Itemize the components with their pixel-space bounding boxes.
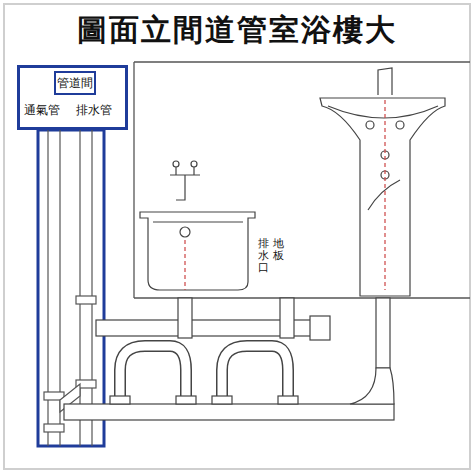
shaft-text: 排水管 <box>76 102 112 119</box>
shaft-title-box: 管道間 <box>54 71 96 95</box>
title: 圖面立間道管室浴樓大 <box>0 10 474 51</box>
frame <box>4 4 470 469</box>
floor-drain-label: 排水口 <box>258 238 269 274</box>
shaft-pipes <box>44 130 96 446</box>
shaft-outline <box>38 130 104 446</box>
floor-drain-label: 地板 <box>273 238 284 262</box>
shaft-label-box: 通氣管排水管 管道間 <box>17 65 128 130</box>
wall-floor <box>134 62 470 298</box>
shaft-text: 通氣管 <box>24 102 60 119</box>
pedestal-basin <box>320 68 445 296</box>
bathtub <box>140 161 255 290</box>
shaft-text: 管道間 <box>56 75 94 92</box>
drain-pipes <box>64 298 394 420</box>
